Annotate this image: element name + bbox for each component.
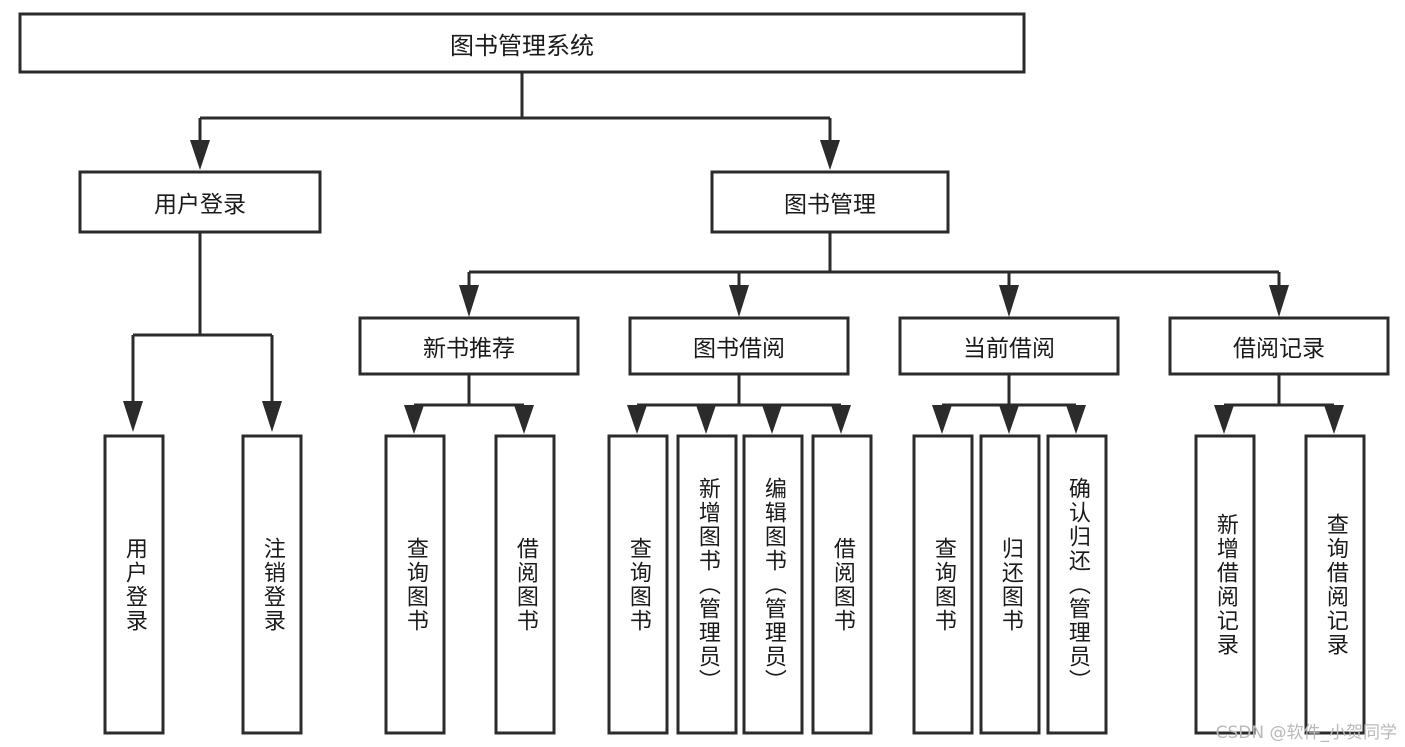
node-box-leaf-query-book-2[interactable] [607,434,669,735]
node-box-leaf-query-book-3[interactable] [912,434,974,735]
arrow-to-leaf-confirm-return [1066,405,1086,434]
node-box-leaf-add-book[interactable] [676,434,738,735]
arrow-to-user-login [190,140,210,170]
arrow-to-leaf-query-book-1 [404,405,424,434]
node-box-user-login[interactable] [78,170,322,234]
arrow-to-current-borrow [999,285,1019,317]
node-box-leaf-confirm-return[interactable] [1046,434,1108,735]
node-box-leaf-query-book-1[interactable] [384,434,446,735]
node-layer [18,12,1390,735]
arrow-to-borrow-record [1269,285,1289,317]
arrow-to-leaf-query-book-3 [932,405,952,434]
node-box-leaf-edit-book[interactable] [742,434,804,735]
watermark-text: CSDN @软件_小贺同学 [1215,723,1397,743]
arrow-to-leaf-return-book [999,405,1019,434]
arrow-to-leaf-borrow-book-1 [514,405,534,434]
arrow-to-leaf-borrow-book-2 [831,405,851,434]
arrow-to-book-manage [820,140,840,170]
connector-layer [123,72,1344,434]
arrow-to-leaf-user-login [123,401,143,432]
arrow-to-leaf-logout-login [262,401,282,432]
arrow-to-book-borrow [729,285,749,317]
node-box-leaf-user-login[interactable] [103,434,165,735]
node-box-leaf-add-record[interactable] [1194,434,1256,735]
node-box-book-manage[interactable] [710,170,950,234]
arrow-to-leaf-add-record [1214,405,1234,434]
arrow-to-leaf-add-book [696,405,716,434]
arrow-to-leaf-query-record [1324,405,1344,434]
node-box-book-borrow[interactable] [628,316,850,376]
node-box-leaf-return-book[interactable] [979,434,1041,735]
arrow-to-leaf-query-book-2 [627,405,647,434]
node-box-current-borrow[interactable] [898,316,1120,376]
arrow-to-leaf-edit-book [762,405,782,434]
node-box-leaf-borrow-book-1[interactable] [494,434,556,735]
node-box-borrow-record[interactable] [1168,316,1390,376]
node-box-root[interactable] [18,12,1026,74]
node-box-leaf-borrow-book-2[interactable] [811,434,873,735]
node-box-leaf-logout-login[interactable] [241,434,303,735]
node-box-leaf-query-record[interactable] [1304,434,1366,735]
node-box-new-book-recommend[interactable] [358,316,580,376]
arrow-to-new-book-recommend [459,285,479,317]
